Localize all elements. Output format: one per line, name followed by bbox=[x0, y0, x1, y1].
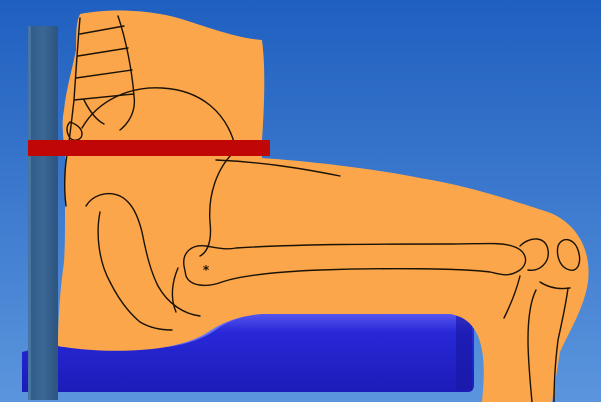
hip-joint-marker: * bbox=[203, 263, 210, 277]
backrest-post bbox=[28, 26, 58, 400]
pelvic-strap bbox=[28, 140, 270, 156]
